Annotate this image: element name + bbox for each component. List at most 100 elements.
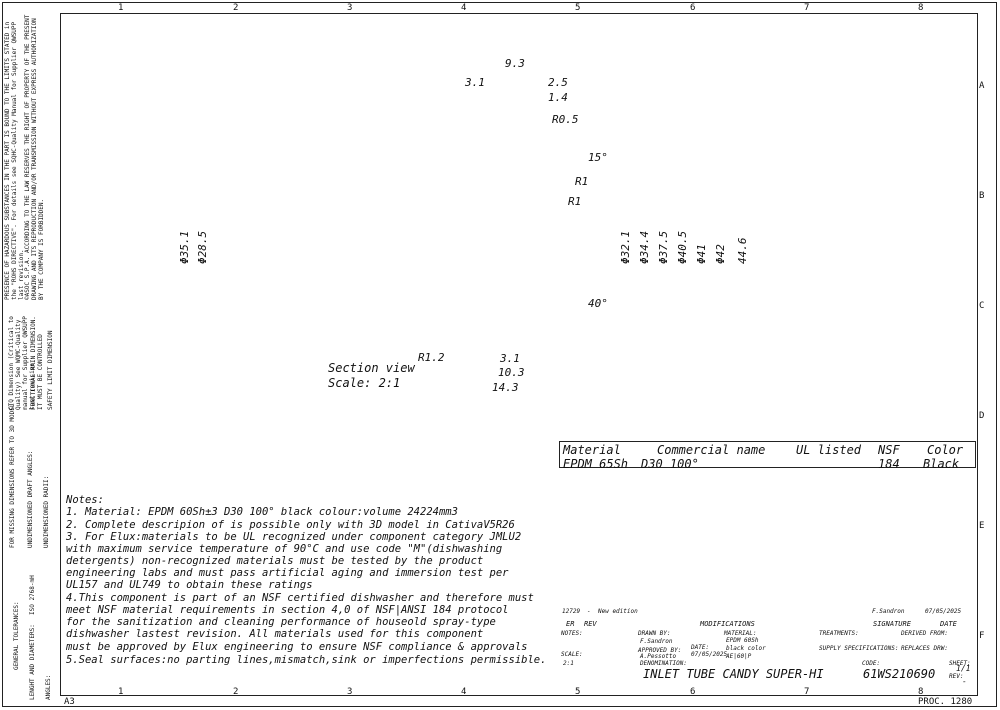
note-line: must be approved by Elux engineering to … xyxy=(66,641,528,653)
revision-signature: F.Sandron xyxy=(872,608,905,615)
approved-by-value: A.Pessotto xyxy=(640,653,677,660)
col-label: 5 xyxy=(575,3,581,13)
material-field-label: MATERIAL: xyxy=(724,630,757,637)
drawn-by-label: DRAWN BY: xyxy=(638,630,671,637)
dimension-label: Φ41 xyxy=(695,244,708,264)
scale-value: 2:1 xyxy=(563,660,574,667)
material-line: AE|60|P xyxy=(726,653,752,660)
material-header: Material xyxy=(563,443,621,457)
dimension-label: R1 xyxy=(575,175,589,188)
length-diameters-label: LENGHT AND DIAMETERS: xyxy=(29,624,36,700)
dimension-label: 44.6 xyxy=(736,237,749,265)
material-value: EPDM 65Sh xyxy=(563,457,629,471)
date-field-label: DATE: xyxy=(691,644,710,651)
dimension-label: 2.5 xyxy=(548,76,568,89)
col-label: 3 xyxy=(347,687,353,697)
denomination-label: DENOMINATION: xyxy=(640,660,687,667)
dimension-label: R0.5 xyxy=(552,113,579,126)
col-label: 4 xyxy=(461,687,467,697)
dimension-label: 14.3 xyxy=(492,381,519,394)
row-label: F xyxy=(979,631,985,641)
note-line: meet NSF material requirements in sectio… xyxy=(66,604,509,616)
signature-label: SIGNATURE xyxy=(873,620,911,628)
safety-note: SAFETY LIMIT DIMENSION xyxy=(47,330,54,410)
col-label: 7 xyxy=(804,3,810,13)
sheet-value: 1/1 xyxy=(956,664,971,673)
replaces-drawing-label: REPLACES DRW: xyxy=(901,645,948,652)
section-view-label: Section view xyxy=(328,361,415,375)
col-label: 1 xyxy=(118,3,124,13)
note-line: detergents) non-recognized materials mus… xyxy=(66,555,484,567)
commercial-name-header: Commercial name xyxy=(657,443,766,457)
col-label: 1 xyxy=(118,687,124,697)
rohs-note: PRESENCE OF HAZARDOUS SUBSTANCES IN THE … xyxy=(4,21,25,300)
dimension-label: 9.3 xyxy=(505,57,525,70)
dimension-label: 3.1 xyxy=(465,76,485,89)
dimension-label: Φ35.1 xyxy=(178,230,191,264)
dimension-label: 40° xyxy=(588,297,608,310)
sheet-size: A3 xyxy=(64,697,75,707)
material-table xyxy=(559,441,976,468)
dimension-label: Φ42 xyxy=(714,244,727,264)
material-line: black color xyxy=(726,645,766,652)
draft-angles-label: UNDIMENSIONED DRAFT ANGLES: xyxy=(27,450,34,548)
note-line: 2. Complete descripion of is possible on… xyxy=(66,519,515,531)
dimension-label: Φ37.5 xyxy=(657,230,670,264)
dimension-label: Φ40.5 xyxy=(676,230,689,264)
revision-date: 07/05/2025 xyxy=(925,608,962,615)
sheet-label: SHEET: xyxy=(949,660,971,667)
revision-number: 12729 xyxy=(562,608,581,615)
dimension-label: Φ34.4 xyxy=(638,230,651,264)
code-label: CODE: xyxy=(862,660,881,667)
er-label: ER xyxy=(566,620,575,628)
modifications-label: MODIFICATIONS xyxy=(700,620,755,628)
note-line: UL157 and UL749 to obtain these ratings xyxy=(66,579,313,591)
inner-border xyxy=(60,13,978,696)
dimension-label: 15° xyxy=(588,151,608,164)
col-label: 8 xyxy=(918,687,924,697)
note-line: 4.This component is part of an NSF certi… xyxy=(66,592,534,604)
row-label: A xyxy=(979,81,985,91)
color-value: Black xyxy=(923,457,960,471)
material-line: EPDM 60Sh xyxy=(726,637,759,644)
col-label: 6 xyxy=(690,687,696,697)
missing-dims-note: FOR MISSING DIMENSIONS REFER TO 3D MODEL xyxy=(9,403,16,549)
nsf-value: 184 xyxy=(878,457,900,471)
scale-label: Scale: 2:1 xyxy=(328,376,401,390)
dimension-label: Φ28.5 xyxy=(196,230,209,264)
col-label: 5 xyxy=(575,687,581,697)
note-line: 3. For Elux:materials to be UL recognize… xyxy=(66,531,522,543)
date-label: DATE xyxy=(940,620,957,628)
row-label: C xyxy=(979,301,985,311)
revision-dash: - xyxy=(587,608,591,615)
iso-tolerance: ISO 2768-mH xyxy=(29,575,36,615)
approved-by-label: APPROVED BY: xyxy=(638,647,682,654)
note-line: engineering labs and must pass artificia… xyxy=(66,567,509,579)
general-tolerances-label: GENERAL TOLERANCES: xyxy=(13,601,20,670)
derived-from-label: DERIVED FROM: xyxy=(901,630,948,637)
dimension-label: Φ32.1 xyxy=(619,230,632,264)
col-label: 8 xyxy=(918,3,924,13)
proc-number: PROC. 1280 xyxy=(918,697,973,707)
col-label: 6 xyxy=(690,3,696,13)
revision-description: New edition xyxy=(598,608,638,615)
nsf-header: NSF xyxy=(878,443,900,457)
dimension-label: R1.2 xyxy=(418,351,445,364)
ul-listed-header: UL listed xyxy=(796,443,862,457)
col-label: 3 xyxy=(347,3,353,13)
dimension-label: 1.4 xyxy=(548,91,568,104)
notes-title: Notes: xyxy=(66,494,104,506)
rev-value: - xyxy=(962,677,967,686)
drawn-by-value: F.Sandron xyxy=(640,638,673,645)
row-label: D xyxy=(979,411,985,421)
dimension-label: 3.1 xyxy=(500,352,520,365)
notes-label: NOTES: xyxy=(561,630,583,637)
functional-note: FUNCTIONAL MAIN DIMENSION. IT MUST BE CO… xyxy=(30,316,44,410)
color-header: Color xyxy=(927,443,964,457)
row-label: B xyxy=(979,191,985,201)
note-line: dishwasher lastest revision. All materia… xyxy=(66,628,484,640)
note-line: 5.Seal surfaces:no parting lines,mismatc… xyxy=(66,654,547,666)
note-line: with maximum service temperature of 90°C… xyxy=(66,543,503,555)
code-value: 61WS210690 xyxy=(863,667,936,681)
